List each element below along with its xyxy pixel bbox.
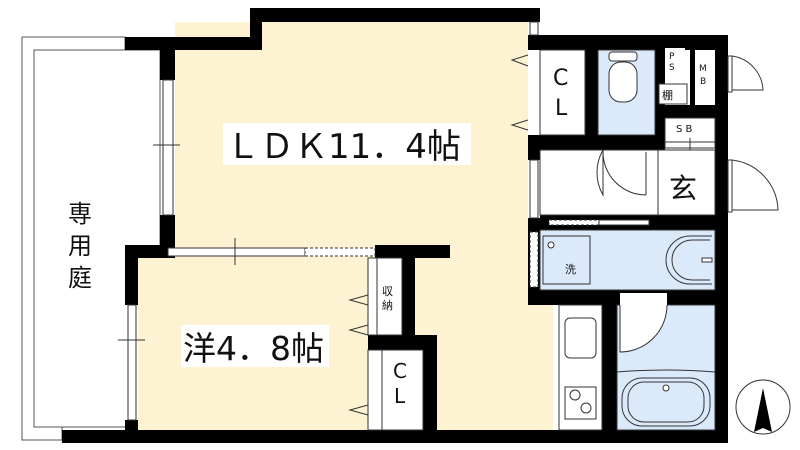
- ldk-closet-label-c: C: [553, 66, 568, 91]
- ps-label-s: S: [669, 63, 675, 73]
- ldk-closet: [539, 49, 586, 136]
- bathtub-icon: [621, 377, 711, 427]
- bathroom: [616, 293, 716, 431]
- north-arrow-icon: [735, 379, 791, 435]
- front-door[interactable]: [727, 55, 779, 213]
- sb-label: S B: [676, 124, 693, 135]
- entrance-label: 玄: [669, 172, 697, 205]
- storage-label-2: 納: [382, 299, 393, 312]
- toilet-door-swing: [596, 149, 604, 197]
- toilet-icon: [608, 51, 638, 103]
- windows: [118, 21, 539, 421]
- ldk-closet-label-l: L: [555, 96, 568, 121]
- kitchen-counter: [558, 304, 603, 431]
- garden-label-1: 専: [68, 200, 92, 228]
- washbasin-icon: [665, 235, 713, 285]
- shelf-label: 棚: [662, 88, 673, 102]
- garden-label-3: 庭: [68, 264, 92, 292]
- mb-label-b: B: [700, 77, 706, 87]
- mb-label-m: M: [699, 64, 707, 74]
- washer-pan: [542, 235, 591, 285]
- bed-closet-label-l: L: [394, 384, 406, 408]
- toilet-room: P S 棚 M B S B: [597, 48, 716, 158]
- entrance: [657, 149, 716, 216]
- washer-label: 洗: [565, 263, 576, 276]
- storage-units: 収 納 C L C L: [348, 49, 586, 431]
- kitchen-sink: [564, 317, 597, 359]
- ldk-label: ＬＤＫ11．4帖: [226, 127, 461, 167]
- bed-closet-label-c: C: [393, 359, 407, 383]
- storage-label-1: 収: [382, 285, 393, 298]
- western-room-label: 洋4．8帖: [183, 329, 324, 368]
- stove-icon: [564, 386, 597, 420]
- ps-label-p: P: [669, 52, 675, 62]
- garden-label-2: 用: [68, 232, 92, 260]
- washroom: 洗: [539, 219, 716, 291]
